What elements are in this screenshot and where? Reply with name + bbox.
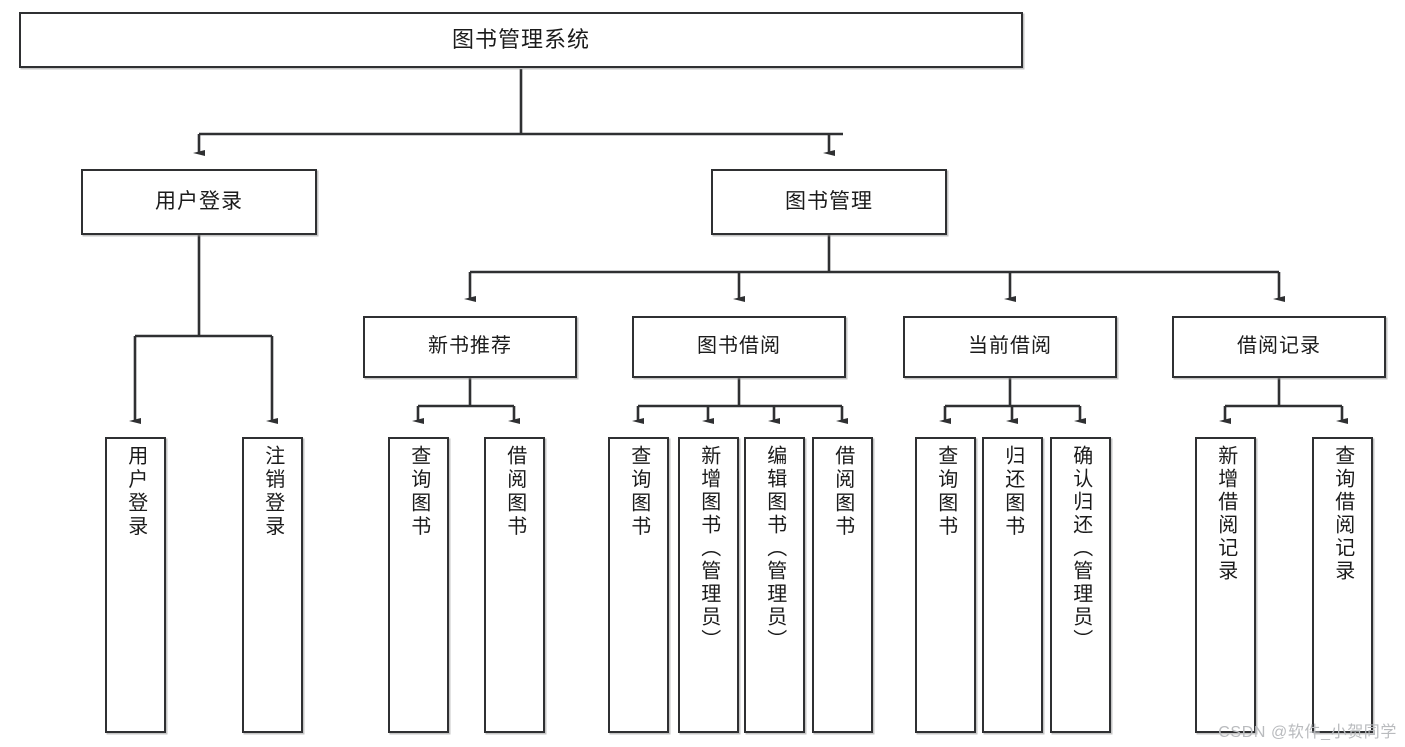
node-label: 编辑图书（管理员）	[763, 445, 786, 652]
node-new-book-recommend[interactable]: 新书推荐	[363, 316, 577, 378]
node-leaf-user-login[interactable]: 用户登录	[105, 437, 166, 733]
node-leaf-edit-book[interactable]: 编辑图书（管理员）	[744, 437, 805, 733]
node-label: 用户登录	[155, 189, 243, 213]
node-current-borrow[interactable]: 当前借阅	[903, 316, 1117, 378]
node-label: 确认归还（管理员）	[1069, 445, 1092, 652]
node-label: 当前借阅	[968, 335, 1052, 358]
node-label: 注销登录	[261, 445, 284, 539]
node-label: 图书借阅	[697, 335, 781, 358]
node-label: 查询图书	[934, 445, 957, 539]
node-leaf-add-record[interactable]: 新增借阅记录	[1195, 437, 1256, 733]
node-label: 借阅图书	[503, 445, 526, 539]
node-label: 图书管理	[785, 189, 873, 213]
node-label: 借阅记录	[1237, 335, 1321, 358]
node-label: 查询图书	[407, 445, 430, 539]
node-leaf-add-book[interactable]: 新增图书（管理员）	[678, 437, 739, 733]
node-label: 用户登录	[124, 445, 147, 539]
node-leaf-query-book-2[interactable]: 查询图书	[608, 437, 669, 733]
node-label: 新增借阅记录	[1214, 445, 1237, 583]
node-label: 归还图书	[1001, 445, 1024, 539]
node-leaf-query-book-1[interactable]: 查询图书	[388, 437, 449, 733]
node-leaf-confirm-return[interactable]: 确认归还（管理员）	[1050, 437, 1111, 733]
node-leaf-query-record[interactable]: 查询借阅记录	[1312, 437, 1373, 733]
node-leaf-borrow-book-2[interactable]: 借阅图书	[812, 437, 873, 733]
node-leaf-return-book[interactable]: 归还图书	[982, 437, 1043, 733]
node-borrow-record[interactable]: 借阅记录	[1172, 316, 1386, 378]
node-root-book-management-system[interactable]: 图书管理系统	[19, 12, 1023, 68]
node-book-borrow[interactable]: 图书借阅	[632, 316, 846, 378]
node-leaf-query-book-3[interactable]: 查询图书	[915, 437, 976, 733]
node-leaf-logout[interactable]: 注销登录	[242, 437, 303, 733]
node-label: 查询图书	[627, 445, 650, 539]
node-user-login[interactable]: 用户登录	[81, 169, 317, 235]
node-label: 图书管理系统	[451, 27, 590, 53]
node-leaf-borrow-book-1[interactable]: 借阅图书	[484, 437, 545, 733]
node-label: 新书推荐	[428, 335, 512, 358]
csdn-watermark: CSDN @软件_小贺同学	[1218, 724, 1397, 741]
node-book-management[interactable]: 图书管理	[711, 169, 947, 235]
node-label: 新增图书（管理员）	[697, 445, 720, 652]
node-label: 查询借阅记录	[1331, 445, 1354, 583]
node-label: 借阅图书	[831, 445, 854, 539]
